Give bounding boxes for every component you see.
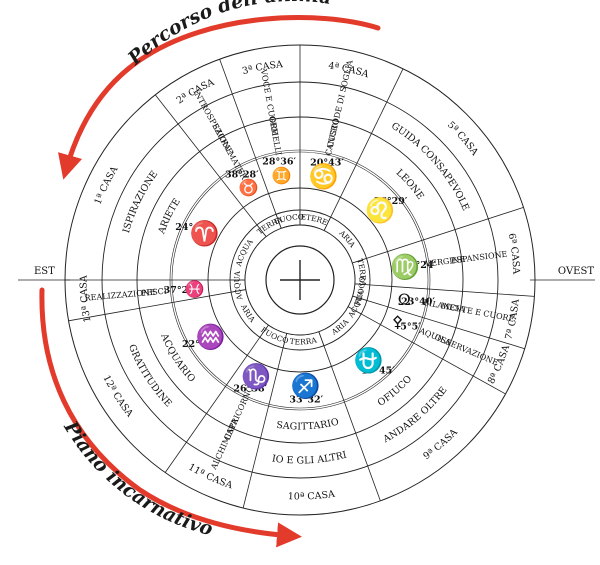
zodiac-glyph-icon: ♍	[390, 253, 420, 281]
element-tick	[354, 283, 370, 286]
house-label-path: 10ª CASA	[288, 488, 336, 502]
house-dividers	[65, 45, 535, 509]
element-tick	[259, 324, 269, 338]
element-tick	[323, 216, 331, 231]
element-tick	[347, 306, 362, 315]
house-degree: 28°36′	[262, 156, 296, 167]
zodiac-glyph-icon: ⚴	[392, 312, 404, 331]
house-degree: 36°29′	[374, 196, 408, 207]
element-tick	[282, 333, 287, 348]
element-tick	[256, 224, 267, 237]
house-divider	[164, 324, 269, 473]
house-degree: 38°28′	[225, 170, 259, 181]
element-tick	[231, 289, 246, 293]
house-sign: PESCI	[141, 287, 168, 298]
zodiac-glyph-icon: ♒	[196, 323, 226, 351]
zodiac-glyph-icon: ♉	[239, 178, 259, 197]
center-emblem	[265, 245, 335, 315]
zodiac-glyph-icon: ♌	[365, 196, 395, 224]
top-arrow	[58, 15, 381, 180]
zodiac-glyph-icon: ♊	[272, 166, 292, 185]
zodiac-glyph-icon: ♓	[184, 280, 204, 299]
house-degree: 26°38′	[233, 384, 267, 395]
house-degree: 43°24′	[402, 260, 436, 271]
house-degree: 22°41′	[182, 339, 216, 350]
element-word: TERRA	[289, 335, 318, 346]
element-word-path: TERRA	[289, 335, 318, 346]
element-tick	[318, 331, 325, 346]
house-degree: 23°40′	[401, 296, 435, 307]
house-divider	[352, 207, 524, 264]
zodiac-glyph-icon: ♈	[190, 220, 220, 248]
house-divider	[347, 306, 506, 395]
house-divider	[242, 333, 288, 509]
house-divider	[318, 331, 381, 501]
zodiac-glyph-icon: ♐	[291, 372, 321, 400]
element-tick	[352, 258, 367, 264]
house-degree: 20°43′	[310, 158, 344, 169]
east-label: EST	[34, 266, 55, 277]
zodiac-glyph-icon: Ω	[398, 290, 411, 309]
house-degree: 5°5′	[400, 321, 421, 332]
house-degree: 24°40′	[175, 222, 209, 233]
house-divider	[352, 295, 525, 350]
house-divider	[68, 289, 246, 322]
zodiac-glyph-icon: ♑	[241, 362, 271, 390]
element-tick	[275, 214, 282, 229]
zodiac-glyph-icon: ♋	[309, 163, 339, 191]
house-degree: 17°45′	[361, 366, 395, 377]
zodiac-glyph-icon: ⛎	[354, 347, 384, 375]
house-degree: 37°29′	[164, 285, 198, 296]
house-divider	[219, 59, 282, 229]
west-label: OVEST	[558, 266, 594, 277]
bottom-arrow	[39, 287, 302, 548]
element-tick	[352, 295, 368, 301]
house-divider	[155, 94, 267, 237]
house-label: 10ª CASA	[288, 488, 336, 502]
house-divider	[354, 283, 535, 297]
house-divider	[323, 68, 404, 231]
house-degree: 33°32′	[289, 394, 323, 405]
